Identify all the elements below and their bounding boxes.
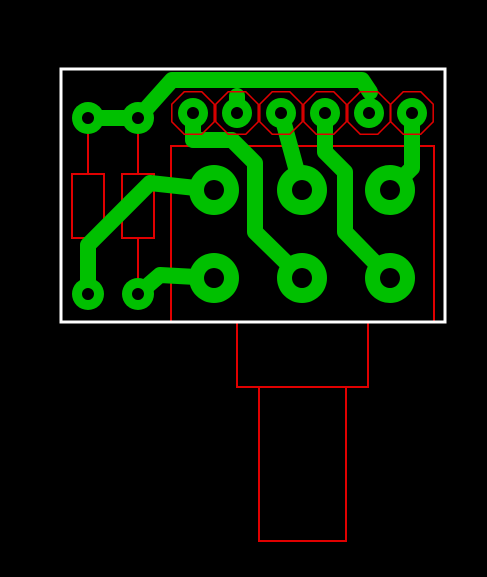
potentiometer-drill-4 bbox=[204, 268, 224, 288]
potentiometer-shaft-outline bbox=[258, 386, 347, 542]
connector-drill-6 bbox=[406, 107, 418, 119]
connector-pin-outline-3 bbox=[259, 91, 303, 135]
connector-drill-3 bbox=[275, 107, 287, 119]
resistor-drill-2 bbox=[132, 112, 144, 124]
connector-drill-1 bbox=[187, 107, 199, 119]
potentiometer-drill-1 bbox=[204, 180, 224, 200]
connector-drill-4 bbox=[319, 107, 331, 119]
connector-drill-5 bbox=[363, 107, 375, 119]
connector-drill-2 bbox=[231, 107, 243, 119]
connector-pin-outline-2 bbox=[215, 91, 259, 135]
potentiometer-drill-3 bbox=[380, 180, 400, 200]
potentiometer-drill-2 bbox=[292, 180, 312, 200]
potentiometer-drill-5 bbox=[292, 268, 312, 288]
connector-pin-outline-6 bbox=[390, 91, 434, 135]
connector-pin-outline-1 bbox=[171, 91, 215, 135]
resistor-drill-1 bbox=[82, 112, 94, 124]
trace-pin1-to-wiper bbox=[185, 105, 310, 286]
trace-header-bus bbox=[130, 72, 378, 126]
board-outline bbox=[59, 67, 447, 324]
connector-outlines bbox=[171, 91, 434, 135]
potentiometer-drill-6 bbox=[380, 268, 400, 288]
connector-pin-outline-5 bbox=[347, 91, 391, 135]
copper-pads bbox=[72, 98, 427, 310]
resistor-drill-4 bbox=[132, 288, 144, 300]
trace-r1-to-pot bbox=[80, 175, 222, 302]
trace-pin4-to-pot bbox=[317, 105, 398, 286]
resistor-drill-3 bbox=[82, 288, 94, 300]
connector-pin-outline-4 bbox=[303, 91, 347, 135]
